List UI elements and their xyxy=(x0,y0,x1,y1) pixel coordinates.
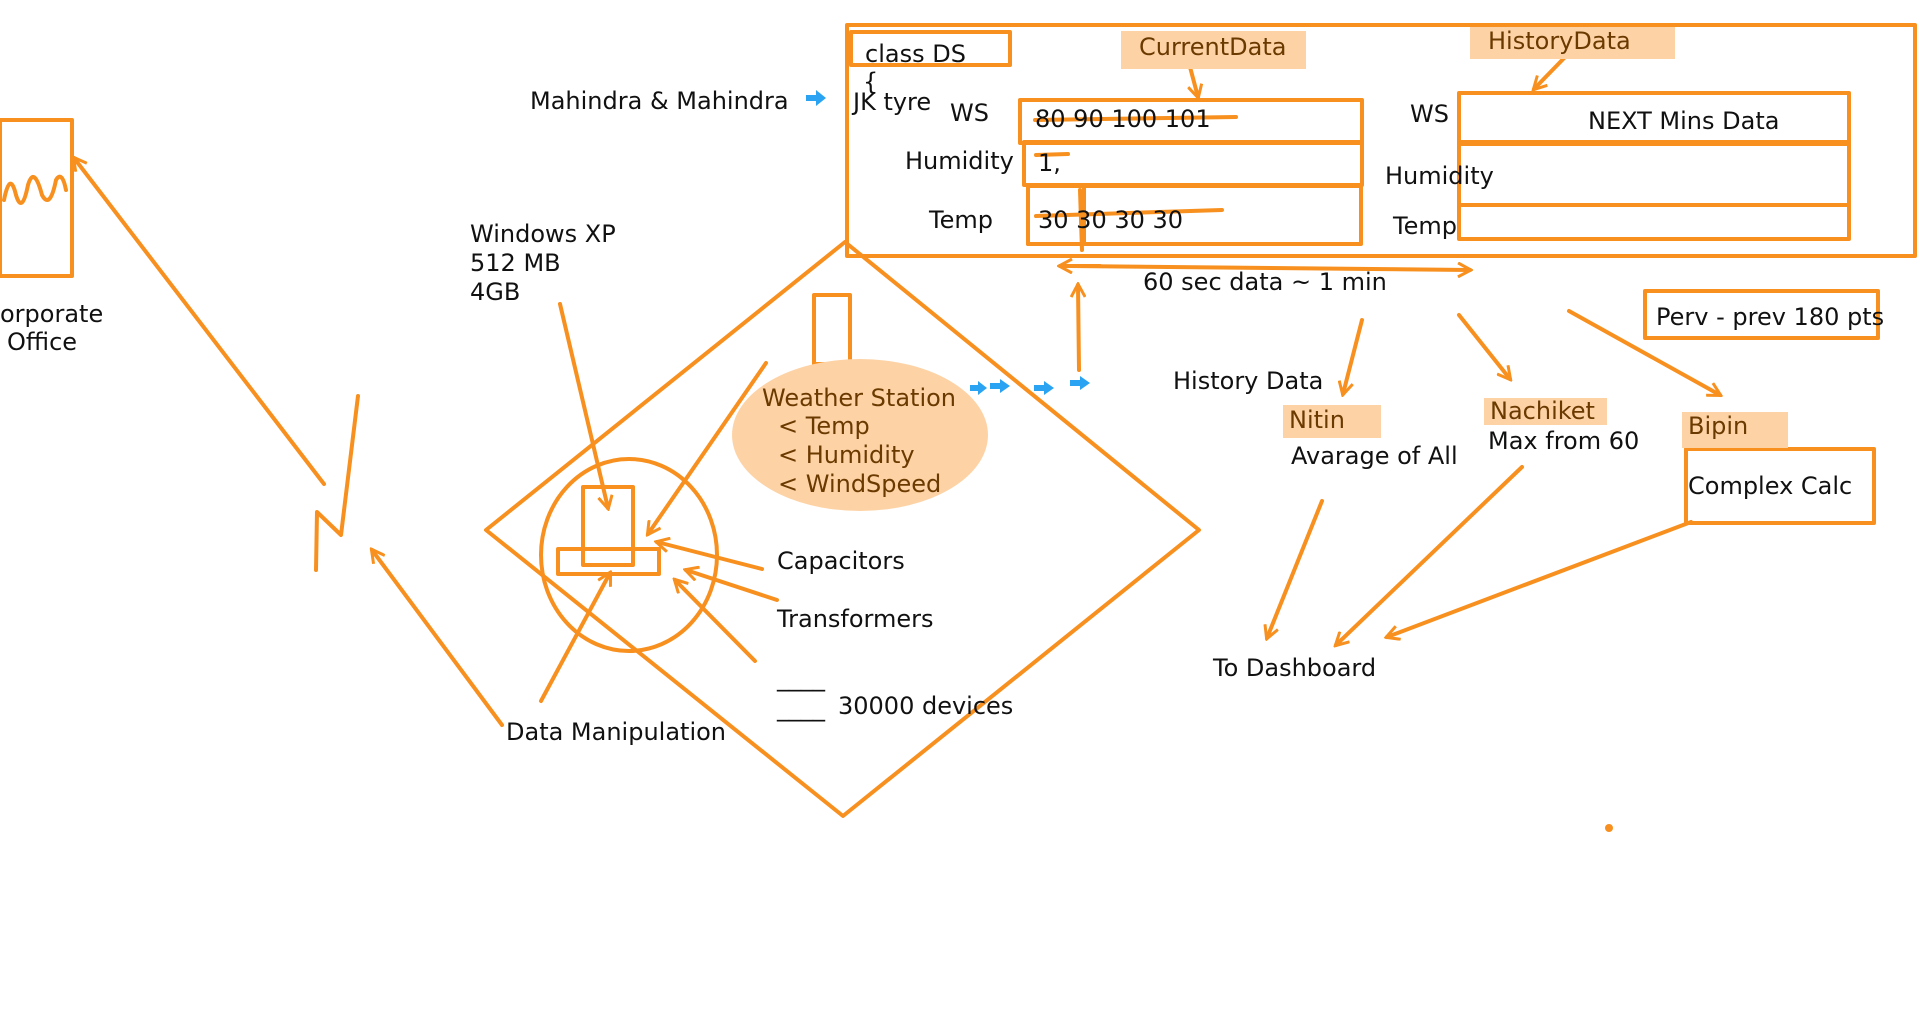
strike-temp xyxy=(1034,208,1224,218)
interval-label: 60 sec data ~ 1 min xyxy=(1143,268,1387,296)
class-brace: { xyxy=(863,68,879,96)
interval-arrow xyxy=(1068,266,1470,270)
weather-station-blob xyxy=(732,359,988,511)
blue-arrows xyxy=(806,90,1090,395)
blue-arrow-4 xyxy=(1070,376,1090,390)
arrow-nachiket-dashboard xyxy=(1336,465,1524,645)
weather-station-title: Weather Station xyxy=(762,384,957,412)
nitin-label: Nitin xyxy=(1283,405,1381,438)
current-data-label: CurrentData xyxy=(1121,31,1307,69)
devices-count: 30000 devices xyxy=(838,692,1014,720)
class-ds-label: class DS xyxy=(865,40,966,68)
blank-line-2: ____ xyxy=(777,694,825,722)
current-temp-values: 30 30 30 30 xyxy=(1038,206,1184,234)
prev-points-box xyxy=(1643,289,1880,340)
office-building-shape xyxy=(0,118,74,278)
station-antenna xyxy=(812,293,852,366)
client-jk: JK tyre xyxy=(853,88,932,116)
current-ws-values: 80 90 100 101 xyxy=(1035,105,1211,133)
site-diamond xyxy=(484,240,1201,818)
arrow-nitin-dashboard xyxy=(1267,499,1324,638)
arrow-to-office xyxy=(74,158,326,486)
strike-ws xyxy=(1033,115,1238,122)
class-ds-box xyxy=(849,30,1012,67)
client-mahindra: Mahindra & Mahindra xyxy=(530,87,789,115)
current-temp-label: Temp xyxy=(929,206,993,234)
current-ws-label: WS xyxy=(950,99,989,127)
station-temp: < Temp xyxy=(778,412,870,440)
blue-arrow-3 xyxy=(1034,381,1054,395)
bipin-task: Complex Calc xyxy=(1688,472,1853,500)
arrow-blank xyxy=(675,580,757,663)
complex-calc-box xyxy=(1684,447,1876,525)
arrow-to-nachiket xyxy=(1457,313,1510,379)
device-base xyxy=(556,547,661,576)
device-tower xyxy=(581,485,635,567)
transformers-label: Transformers xyxy=(777,605,934,633)
lightning-connector xyxy=(314,394,360,572)
data-manipulation-label: Data Manipulation xyxy=(506,718,727,746)
current-humidity-values: 1, xyxy=(1038,149,1061,177)
next-mins-label: NEXT Mins Data xyxy=(1588,107,1780,135)
nitin-task: Avarage of All xyxy=(1291,442,1458,470)
ram-label: 512 MB xyxy=(470,249,561,277)
dashboard-label: To Dashboard xyxy=(1213,654,1377,682)
strike-humidity xyxy=(1034,152,1070,157)
station-windspeed: < WindSpeed xyxy=(778,470,942,498)
arrow-to-nitin xyxy=(1343,318,1364,394)
blue-arrow-1 xyxy=(970,381,987,395)
stray-dot xyxy=(1605,824,1613,832)
history-temp-box xyxy=(1457,203,1851,241)
device-circle xyxy=(539,457,719,653)
arrow-station-to-device xyxy=(648,361,768,534)
arrow-bipin-dashboard xyxy=(1387,520,1693,637)
history-humidity-label: Humidity xyxy=(1385,162,1494,190)
station-humidity: < Humidity xyxy=(778,441,915,469)
blue-arrow-2 xyxy=(990,379,1010,393)
arrow-station-up xyxy=(1078,285,1079,372)
history-temp-label: Temp xyxy=(1393,212,1457,240)
blank-line-1: ____ xyxy=(777,664,825,692)
ds-outer-box xyxy=(845,23,1917,258)
office-squiggle xyxy=(2,174,68,205)
history-humidity-box xyxy=(1457,140,1851,207)
capacitors-label: Capacitors xyxy=(777,547,905,575)
history-data-label: HistoryData xyxy=(1470,27,1675,59)
arrow-transformers xyxy=(686,570,779,602)
bipin-label: Bipin xyxy=(1682,412,1789,448)
arrow-manipulation xyxy=(539,573,612,703)
history-data-flow-label: History Data xyxy=(1173,367,1324,395)
current-humidity-box xyxy=(1022,140,1364,187)
disk-label: 4GB xyxy=(470,278,521,306)
os-label: Windows XP xyxy=(470,220,616,248)
nachiket-label: Nachiket xyxy=(1484,398,1607,425)
current-humidity-label: Humidity xyxy=(905,147,1014,175)
arrow-to-lightning xyxy=(372,550,504,727)
blue-arrow-mahindra xyxy=(806,90,826,106)
office-label-line1: orporate xyxy=(0,300,104,328)
office-label-line2: Office xyxy=(7,328,78,356)
temp-divider xyxy=(1078,188,1084,252)
arrow-to-bipin xyxy=(1567,309,1720,395)
arrow-specs-to-device xyxy=(558,302,608,508)
history-ws-label: WS xyxy=(1410,100,1449,128)
nachiket-task: Max from 60 xyxy=(1488,427,1640,455)
arrow-capacitors xyxy=(657,542,764,571)
prev-points-label: Perv - prev 180 pts xyxy=(1656,303,1885,331)
